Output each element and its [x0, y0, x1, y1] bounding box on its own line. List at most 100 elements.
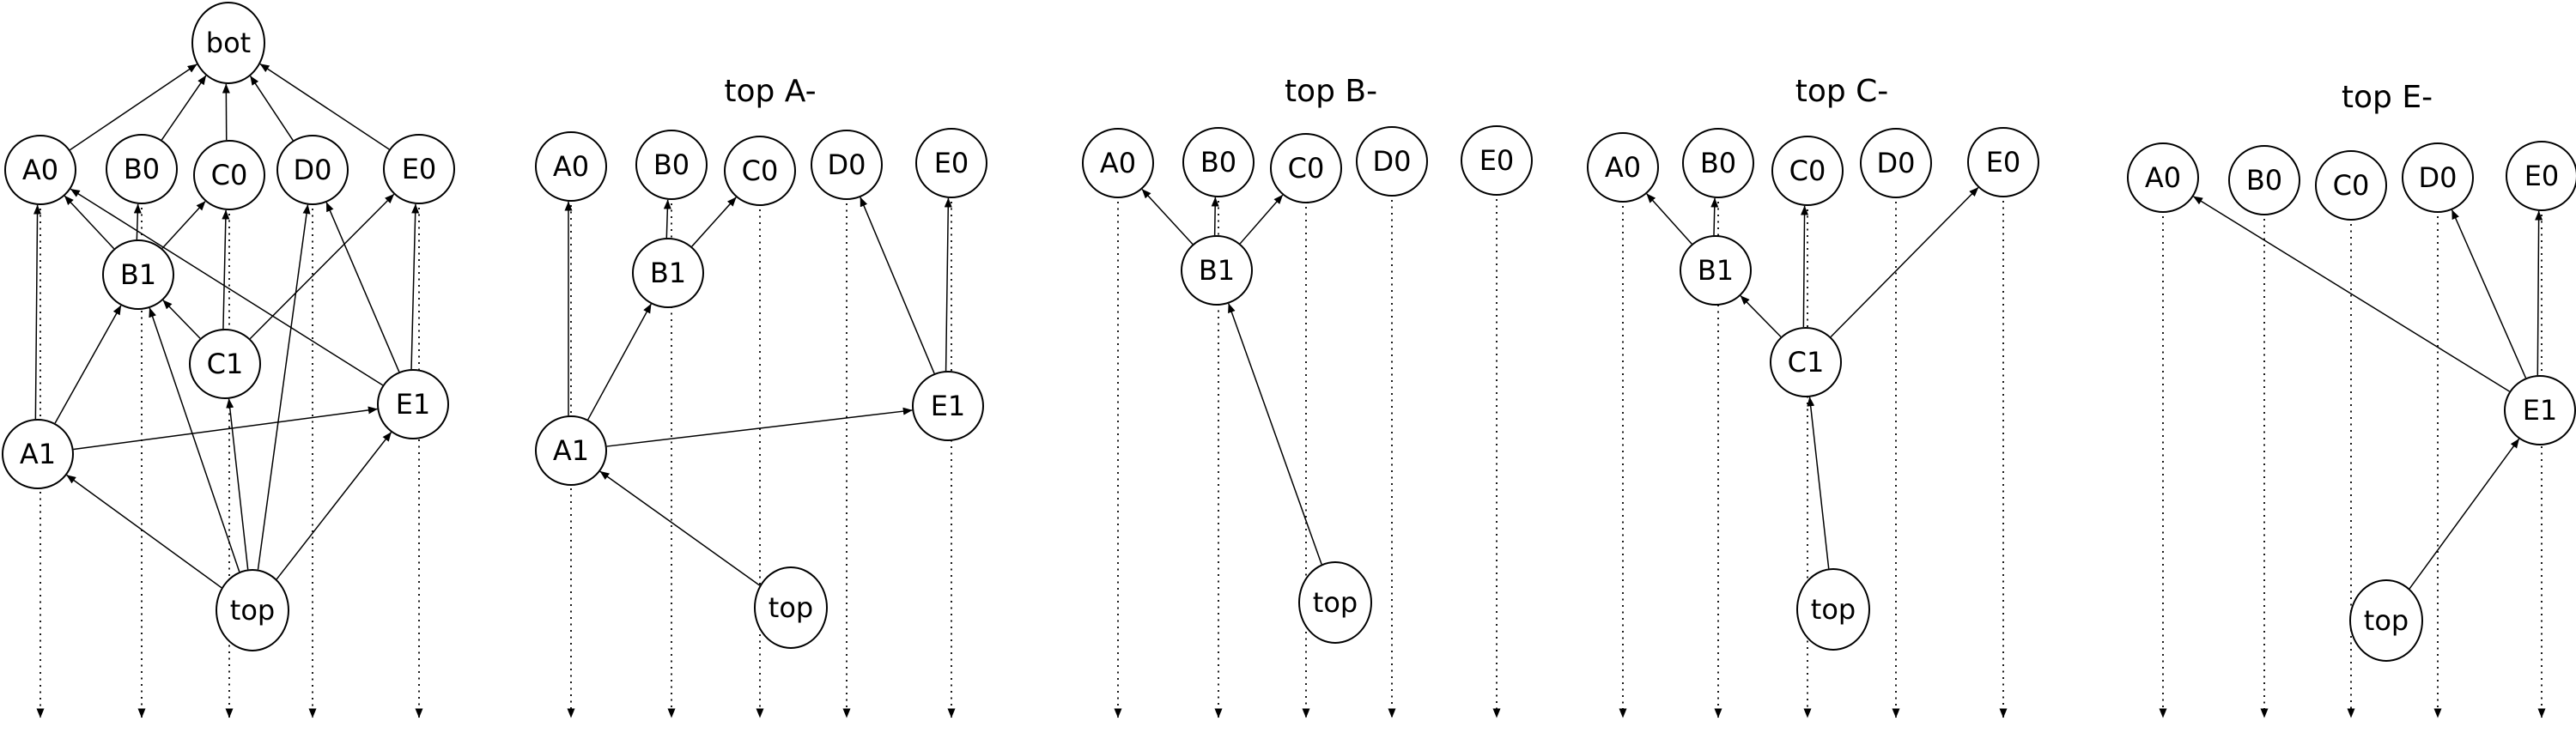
node-D0: D0 — [1860, 128, 1932, 198]
node-label: D0 — [1373, 145, 1412, 178]
node-ellipse — [191, 2, 265, 84]
edge-top-B1 — [1228, 303, 1322, 565]
node-ellipse — [1461, 125, 1533, 196]
node-ellipse — [2504, 375, 2576, 445]
node-ellipse — [1771, 136, 1844, 206]
node-ellipse — [193, 140, 265, 210]
edge-top-B1 — [149, 307, 240, 572]
edge-E1-D0 — [860, 197, 935, 374]
node-label: top — [2364, 604, 2409, 637]
node-label: C0 — [742, 154, 779, 187]
edge-E1-E0 — [944, 197, 952, 372]
edge-A1-A0 — [33, 204, 42, 420]
node-ellipse — [535, 415, 607, 486]
node-A0: A0 — [1082, 128, 1154, 198]
node-ellipse — [1967, 127, 2039, 197]
node-ellipse — [4, 135, 76, 205]
node-label: B1 — [120, 258, 156, 291]
node-top: top — [1298, 561, 1372, 644]
node-ellipse — [1298, 561, 1372, 644]
node-label: B1 — [1698, 254, 1734, 287]
node-label: B0 — [124, 153, 160, 185]
edge-top-D0 — [257, 204, 311, 570]
node-C0: C0 — [2315, 150, 2387, 221]
edge-A1-B1 — [54, 305, 122, 424]
node-top: top — [754, 566, 828, 649]
node-B1: B1 — [632, 238, 704, 308]
node-ellipse — [1682, 128, 1754, 198]
edge-E1-E0 — [2535, 210, 2543, 376]
node-label: A0 — [1100, 147, 1136, 179]
node-top: top — [1796, 568, 1870, 651]
node-B1: B1 — [1680, 235, 1752, 306]
node-ellipse — [635, 130, 708, 200]
node-ellipse — [1270, 133, 1342, 203]
edge-C1-E0 — [1830, 186, 1979, 338]
node-B1: B1 — [102, 239, 174, 310]
edge-C1-B1 — [1740, 295, 1782, 337]
node-E0: E0 — [2506, 141, 2576, 211]
edge-B1-C0 — [161, 201, 206, 249]
node-label: B0 — [653, 148, 690, 181]
node-ellipse — [102, 239, 174, 310]
panel-title: top A- — [724, 74, 816, 109]
node-A1: A1 — [535, 415, 607, 486]
node-ellipse — [2, 419, 74, 489]
node-ellipse — [1181, 235, 1253, 306]
node-ellipse — [724, 136, 796, 206]
node-ellipse — [1587, 132, 1659, 203]
node-label: C0 — [211, 159, 248, 191]
node-label: C1 — [1788, 346, 1825, 379]
node-C1: C1 — [1770, 327, 1842, 397]
edge-B1-B0 — [663, 199, 671, 239]
node-label: D0 — [1877, 147, 1916, 179]
node-A0: A0 — [1587, 132, 1659, 203]
edge-C1-E0 — [249, 193, 395, 340]
edge-top-E1 — [2409, 438, 2520, 590]
node-ellipse — [2315, 150, 2387, 221]
node-label: E0 — [1479, 144, 1515, 177]
edge-E0-bot — [259, 63, 390, 150]
node-ellipse — [276, 135, 349, 205]
node-B0: B0 — [635, 130, 708, 200]
node-ellipse — [2402, 142, 2474, 213]
node-D0: D0 — [2402, 142, 2474, 213]
node-ellipse — [377, 369, 449, 439]
node-label: B0 — [1700, 147, 1736, 179]
node-ellipse — [912, 371, 984, 441]
node-D0: D0 — [276, 135, 349, 205]
edge-B1-A0 — [1141, 188, 1194, 245]
node-E0: E0 — [1967, 127, 2039, 197]
panel-title: top C- — [1795, 74, 1889, 109]
node-A0: A0 — [2127, 142, 2199, 213]
node-label: A0 — [553, 150, 589, 183]
node-label: top — [769, 591, 813, 624]
node-B0: B0 — [106, 134, 178, 204]
edge-top-C1 — [1807, 397, 1830, 569]
edge-top-E1 — [276, 432, 392, 580]
node-label: top — [1313, 586, 1358, 619]
node-ellipse — [1182, 127, 1255, 197]
edge-top-C1 — [226, 398, 249, 570]
node-ellipse — [106, 134, 178, 204]
edge-B1-C0 — [691, 197, 737, 247]
node-ellipse — [1796, 568, 1870, 651]
node-ellipse — [1356, 126, 1428, 197]
node-label: A1 — [20, 438, 56, 470]
node-label: B0 — [2246, 164, 2282, 197]
node-D0: D0 — [811, 130, 883, 200]
node-top: top — [2349, 579, 2423, 662]
edge-C1-C0 — [1801, 205, 1809, 328]
node-C0: C0 — [1771, 136, 1844, 206]
node-ellipse — [216, 569, 289, 651]
node-ellipse — [2127, 142, 2199, 213]
node-ellipse — [383, 134, 455, 204]
edge-E1-E0 — [410, 203, 420, 370]
node-ellipse — [2349, 579, 2423, 662]
node-label: D0 — [2419, 161, 2458, 194]
node-B0: B0 — [2228, 145, 2300, 215]
panel-title: top B- — [1285, 74, 1377, 109]
